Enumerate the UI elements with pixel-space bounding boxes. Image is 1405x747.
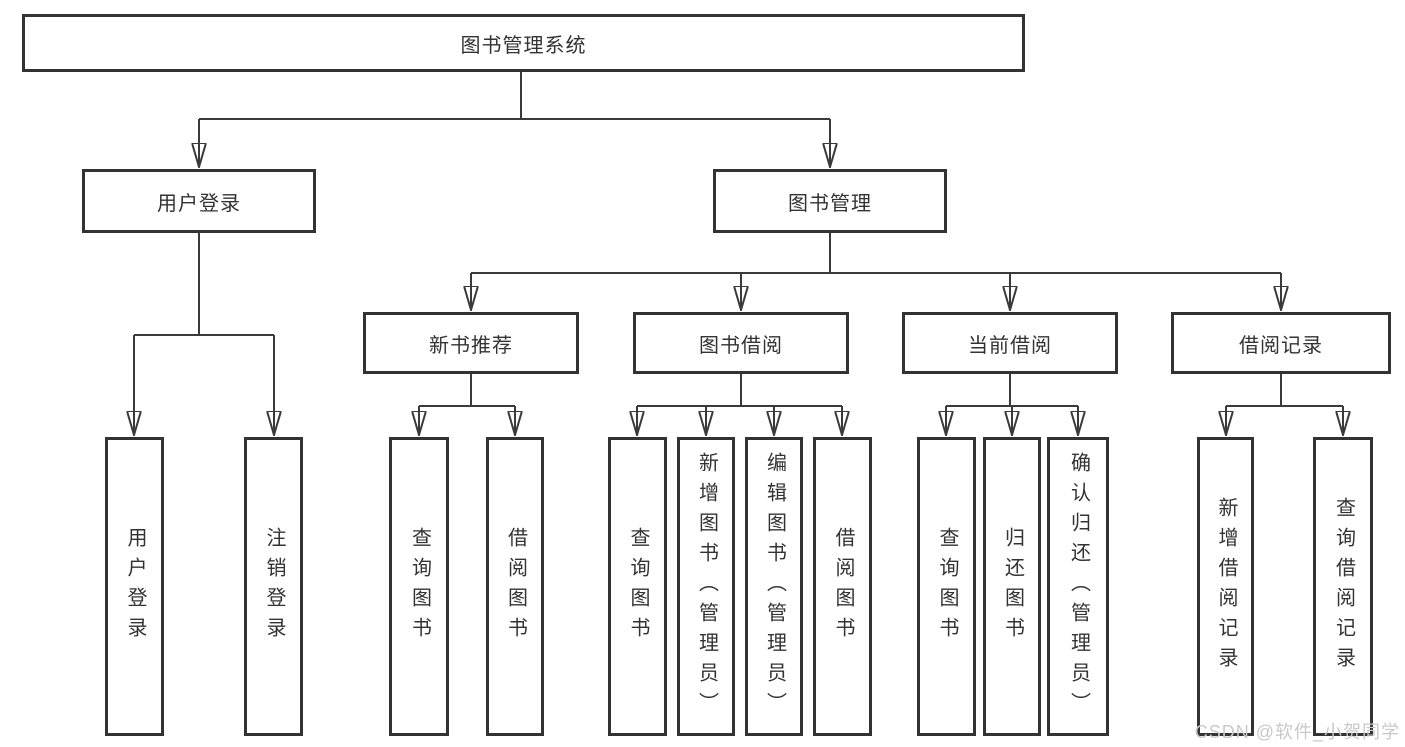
node-leaf-label: 编辑图书（管理员） xyxy=(763,451,786,722)
node-leaf-label: 查询图书 xyxy=(627,526,649,647)
csdn-watermark: CSDN @软件_小贺同学 xyxy=(1194,722,1400,742)
node-leaf-user-login: 用户登录 xyxy=(105,437,164,736)
node-leaf-label: 查询借阅记录 xyxy=(1332,496,1355,677)
node-leaf-logout: 注销登录 xyxy=(244,437,303,736)
node-leaf-label: 新增图书（管理员） xyxy=(695,451,718,722)
connector-current-children xyxy=(946,374,1078,434)
node-leaf-nb-query-books: 查询图书 xyxy=(389,437,449,736)
node-leaf-cb-return-books: 归还图书 xyxy=(983,437,1041,736)
node-leaf-label: 归还图书 xyxy=(1001,526,1024,647)
connector-records-children xyxy=(1226,374,1343,434)
node-leaf-bb-edit-books-admin: 编辑图书（管理员） xyxy=(745,437,803,736)
node-book-management: 图书管理 xyxy=(713,169,947,233)
node-leaf-bb-borrow-books: 借阅图书 xyxy=(813,437,872,736)
node-leaf-cb-confirm-return-admin: 确认归还（管理员） xyxy=(1047,437,1109,736)
node-leaf-label: 查询图书 xyxy=(936,526,958,647)
node-leaf-cb-query-books: 查询图书 xyxy=(917,437,976,736)
connector-new-books-children xyxy=(419,374,515,434)
node-book-borrowing: 图书借阅 xyxy=(633,312,849,374)
node-user-login: 用户登录 xyxy=(82,169,316,233)
connector-book-mgmt-children xyxy=(471,233,1281,309)
node-leaf-label: 注销登录 xyxy=(263,526,285,647)
node-new-book-recommend: 新书推荐 xyxy=(363,312,579,374)
node-leaf-label: 借阅图书 xyxy=(832,526,854,647)
connector-root-to-level2 xyxy=(199,71,830,166)
connector-borrowing-children xyxy=(637,374,842,434)
node-leaf-label: 确认归还（管理员） xyxy=(1067,451,1090,722)
node-leaf-bb-add-books-admin: 新增图书（管理员） xyxy=(677,437,735,736)
node-root-title: 图书管理系统 xyxy=(22,14,1025,72)
node-current-borrowing: 当前借阅 xyxy=(902,312,1118,374)
node-leaf-nb-borrow-books: 借阅图书 xyxy=(486,437,544,736)
node-borrow-records: 借阅记录 xyxy=(1171,312,1391,374)
node-leaf-label: 查询图书 xyxy=(408,526,431,647)
node-leaf-label: 新增借阅记录 xyxy=(1215,496,1237,677)
node-leaf-bb-query-books: 查询图书 xyxy=(608,437,667,736)
node-leaf-rc-query-record: 查询借阅记录 xyxy=(1313,437,1373,736)
node-leaf-label: 用户登录 xyxy=(124,526,146,647)
connector-user-login-children xyxy=(134,233,274,434)
node-leaf-label: 借阅图书 xyxy=(504,526,527,647)
node-leaf-rc-add-record: 新增借阅记录 xyxy=(1197,437,1254,736)
